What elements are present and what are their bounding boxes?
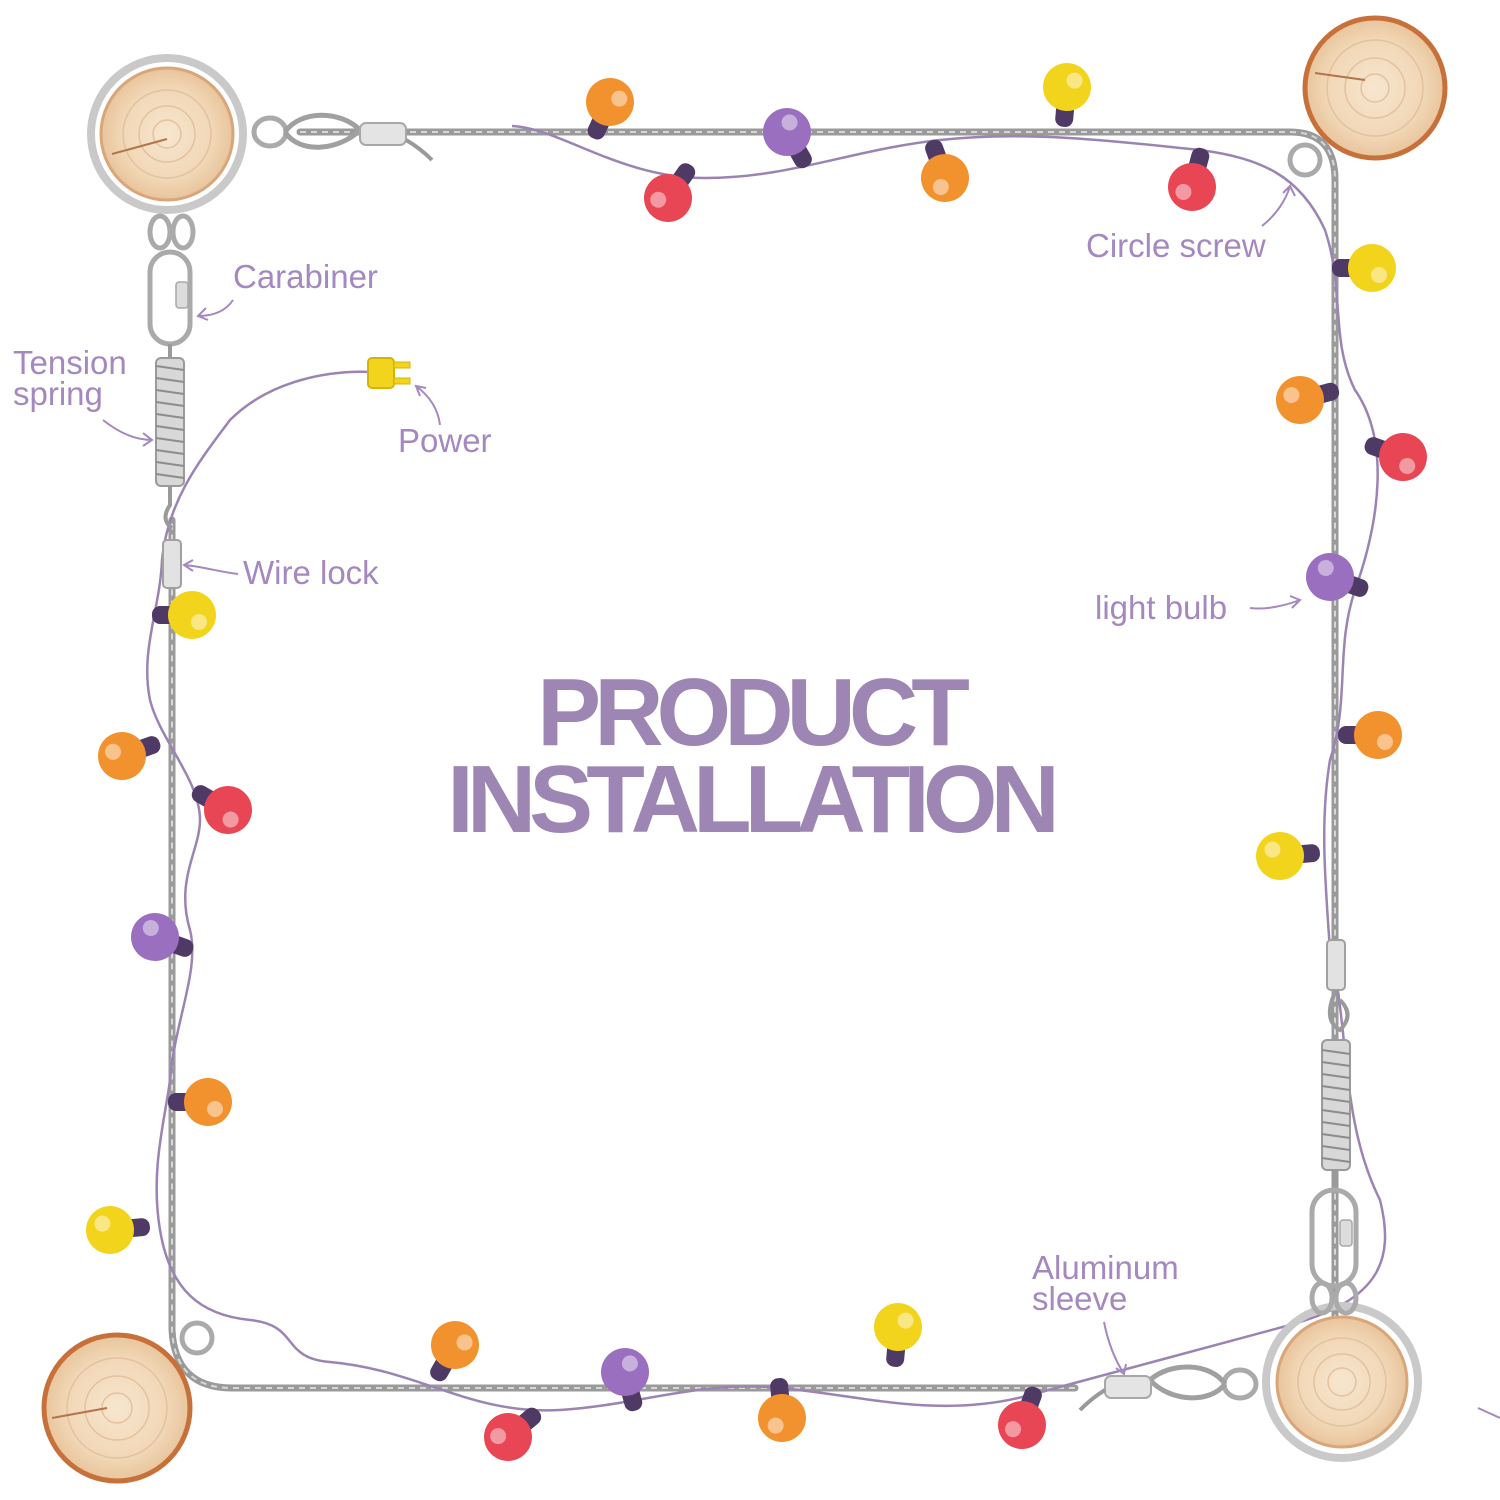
light-bulb-icon [168,1078,232,1126]
label-tension-spring-line-2: spring [13,375,103,412]
wire-lock-icon [162,539,182,589]
light-bulb-icon [191,785,252,834]
light-bulb-icon [1306,553,1369,601]
tension-spring-icon [1321,1039,1351,1190]
label-circle-screw: Circle screw [1086,227,1266,264]
arrow-tension-spring [102,419,154,447]
light-bulb-icon [1276,376,1340,424]
light-bulb-icon [1043,63,1091,127]
light-bulbs [86,63,1427,1461]
wire-loop [1146,1364,1228,1401]
light-bulb-icon [1168,147,1216,211]
edge-arrow-stub [1477,1407,1500,1419]
aluminum-sleeve-icon [359,122,434,162]
light-bulb-icon [644,163,696,222]
carabiner-icon [147,249,193,347]
wood-post-icon [1302,15,1448,161]
wood-post-icon [87,54,247,214]
arrow-wire-lock [182,559,239,575]
light-bulb-icon [763,108,812,169]
aluminum-sleeve-icon [1326,939,1346,991]
arrow-circle-screw [1261,184,1296,227]
tension-spring-icon [155,344,185,530]
light-bulb-icon [430,1321,479,1382]
carabiner-icon [1309,1187,1359,1316]
arrow-light-bulb [1249,595,1302,610]
aluminum-sleeve-icon [1078,1375,1152,1412]
light-bulb-icon [484,1407,542,1461]
label-aluminum-sleeve-line-2: sleeve [1032,1280,1128,1317]
label-carabiner: Carabiner [233,258,378,295]
title-line-2: INSTALLATION [447,746,1060,853]
light-bulb-icon [998,1386,1046,1449]
light-bulb-icon [921,139,969,202]
light-bulb-icon [1256,832,1320,880]
label-wire-lock: Wire lock [243,554,379,591]
arrow-aluminum-sleeve [1103,1321,1127,1376]
light-bulb-icon [601,1348,649,1412]
light-bulb-icon [758,1378,806,1442]
wire-loop [1328,989,1350,1033]
wood-post-icon [41,1332,193,1484]
light-bulb-icon [152,591,216,639]
wood-post-icon [1262,1302,1422,1462]
light-bulb-icon [86,1206,150,1254]
power-plug-icon [367,357,411,389]
arrow-power [414,384,441,426]
light-bulb-icon [874,1303,922,1367]
light-bulb-icon [131,913,194,961]
label-light-bulb: light bulb [1095,589,1228,626]
light-bulb-icon [1332,244,1396,292]
steel-wire-highlight [171,131,1336,1389]
title-line-1: PRODUCT [537,659,970,766]
arrow-carabiner [196,299,234,321]
light-bulb-icon [586,78,634,140]
circle-screw-icon [1287,142,1323,178]
light-bulb-icon [1364,433,1427,481]
label-tension-spring-line-1: Tension [13,344,127,381]
light-bulb-icon [98,732,161,780]
light-bulb-icon [1338,711,1402,759]
label-aluminum-sleeve-line-1: Aluminum [1032,1249,1179,1286]
label-power: Power [398,422,492,459]
